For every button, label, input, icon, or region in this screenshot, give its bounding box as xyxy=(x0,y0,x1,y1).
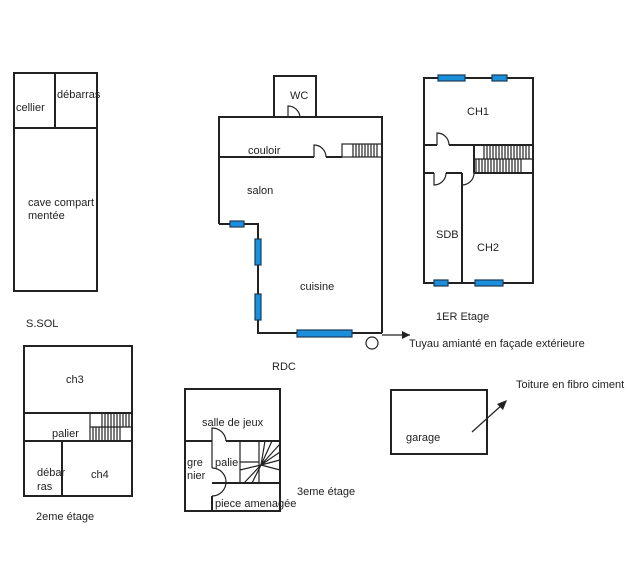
room-cave-line2: mentée xyxy=(28,210,65,222)
room-ch2: CH2 xyxy=(477,242,500,254)
room-debarras-2-line1: débar xyxy=(37,467,66,479)
stairs-icon xyxy=(475,145,530,173)
floor-caption-1er: 1ER Etage xyxy=(436,311,490,323)
room-couloir: couloir xyxy=(248,145,281,157)
stairs-icon xyxy=(92,413,130,441)
room-piece-amenagee: piece amenagée xyxy=(215,498,297,510)
room-ch4: ch4 xyxy=(91,469,109,481)
stairs-icon xyxy=(352,144,378,157)
room-cave-line1: cave compart xyxy=(28,197,95,209)
spiral-stairs-icon xyxy=(239,440,281,484)
room-palier-2: palier xyxy=(52,428,79,440)
third-floor-plan xyxy=(184,388,281,512)
pipe-annotation: Tuyau amianté en façade extérieure xyxy=(409,338,585,350)
room-ch1: CH1 xyxy=(467,106,490,118)
room-cuisine: cuisine xyxy=(300,281,335,293)
room-wc: WC xyxy=(290,90,309,102)
room-cellier: cellier xyxy=(16,102,45,114)
room-ch3: ch3 xyxy=(66,374,84,386)
room-sdb: SDB xyxy=(436,229,459,241)
floor-caption-rdc: RDC xyxy=(272,361,296,373)
arrow-icon xyxy=(497,400,507,410)
room-salle-de-jeux: salle de jeux xyxy=(202,417,264,429)
roof-annotation: Toiture en fibro ciment xyxy=(516,379,625,391)
room-debarras: débarras xyxy=(57,89,101,101)
garage-plan xyxy=(390,389,507,455)
floor-caption-2eme: 2eme étage xyxy=(36,511,95,523)
room-grenier-line2: nier xyxy=(187,470,206,482)
first-floor-plan xyxy=(423,74,534,287)
room-grenier-line1: gre xyxy=(187,457,203,469)
floor-caption-ssol: S.SOL xyxy=(26,318,59,330)
room-palier-3: palie xyxy=(215,457,239,469)
downpipe-icon xyxy=(365,336,379,350)
floor-caption-3eme: 3eme étage xyxy=(297,486,356,498)
second-floor-plan xyxy=(23,345,133,497)
room-salon: salon xyxy=(247,185,274,197)
ground-floor-plan xyxy=(218,75,410,350)
arrow-icon xyxy=(402,331,410,339)
room-debarras-2-line2: ras xyxy=(37,481,53,493)
room-garage: garage xyxy=(406,432,441,444)
basement-plan xyxy=(13,72,98,292)
